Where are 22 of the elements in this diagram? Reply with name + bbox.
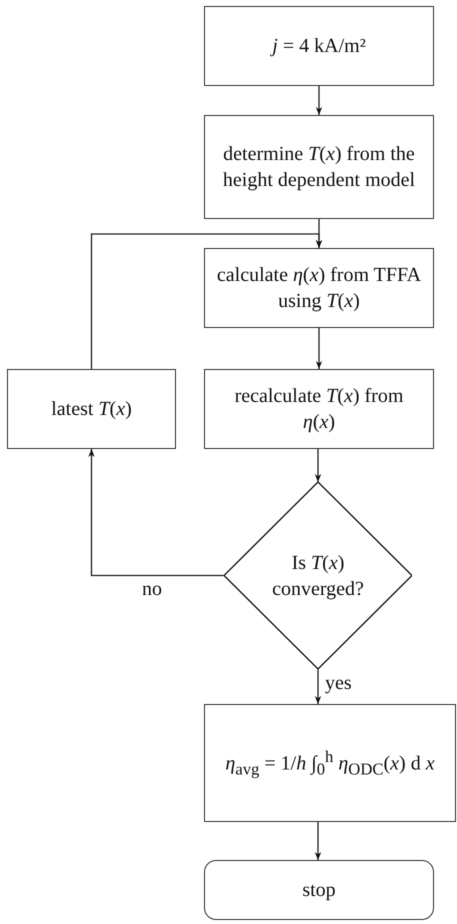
step-text: determine T(x) from the height dependent model: [222, 142, 416, 193]
decision-text: Is T(x) converged?: [271, 550, 365, 602]
process-box: [204, 704, 456, 822]
arrow: [314, 822, 322, 860]
step-text: calculate η(x) from TFFA using T(x): [216, 263, 422, 314]
step-text: recalculate T(x) from η(x): [234, 384, 404, 435]
step-text: j = 4 kA/m²: [269, 34, 367, 59]
process-box: [7, 369, 176, 449]
arrow: [88, 449, 224, 576]
process-box: [204, 369, 434, 449]
step-text: latest T(x): [50, 397, 133, 422]
process-box: [204, 248, 434, 328]
arrow: [316, 328, 322, 369]
arrow: [90, 233, 322, 369]
arrow: [316, 86, 322, 115]
process-box: [204, 115, 434, 219]
arrow: [314, 669, 322, 704]
step-text: η$_{avg}$ = 1/h ∫$_{0}$$^{h}$ η$_{ODC}$(x) d x: [224, 746, 436, 780]
arrow: [314, 449, 322, 482]
terminal-box: [204, 860, 434, 920]
process-box: [204, 6, 434, 86]
step-text: stop: [301, 878, 337, 903]
